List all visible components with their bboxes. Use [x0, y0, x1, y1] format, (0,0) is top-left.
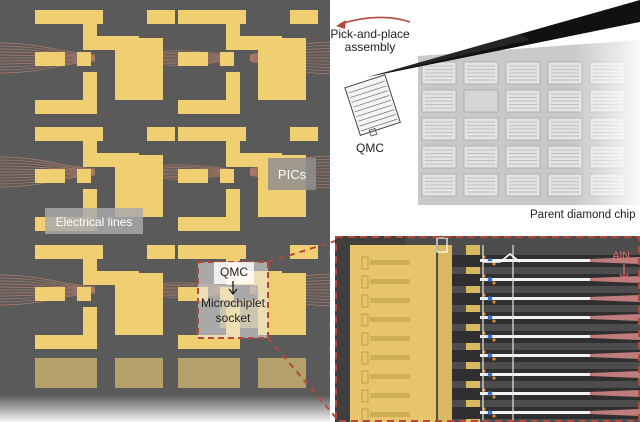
microchiplet-label-line2: socket	[216, 311, 251, 325]
pad-top-right	[290, 127, 318, 141]
pad-top-right	[147, 245, 175, 259]
pad-contact	[77, 52, 91, 66]
pad-contact	[220, 52, 234, 66]
emitter-dot-blue	[488, 296, 493, 301]
waveguide-line	[480, 316, 590, 319]
waveguide-line	[480, 335, 590, 338]
pad-contact	[220, 169, 234, 183]
comb-tooth	[370, 336, 410, 341]
emitter-dot-orange	[492, 281, 495, 284]
emitter-dot-orange	[492, 395, 495, 398]
waveguide-line	[480, 278, 590, 281]
waveguide-line	[480, 392, 590, 395]
emitter-dot-blue	[488, 315, 493, 320]
emitter-dot-orange	[492, 262, 495, 265]
pad-bottom	[178, 217, 240, 231]
emitter-dot-orange	[492, 338, 495, 341]
comb-tooth	[370, 279, 410, 284]
pad-top-right	[147, 127, 175, 141]
comb-tooth	[370, 393, 410, 398]
bottom-fade	[0, 300, 330, 422]
chip-right-fade	[418, 40, 640, 205]
emitter-dot-orange	[492, 376, 495, 379]
parent-chip-label: Parent diamond chip	[530, 209, 635, 221]
comb-tooth	[370, 298, 410, 303]
microchiplet-label-line1: Microchiplet	[201, 296, 266, 310]
pad-bottom	[178, 100, 240, 114]
emitter-dot-blue	[488, 353, 493, 358]
pick-place-label-line1: Pick-and-place	[330, 27, 410, 41]
aln-label: AlN	[612, 250, 630, 262]
comb-tooth	[370, 374, 410, 379]
pad-contact	[77, 287, 91, 301]
emitter-dot-blue	[488, 334, 493, 339]
emitter-dot-orange	[492, 319, 495, 322]
pad-top-right	[290, 10, 318, 24]
pad-bottom	[35, 100, 97, 114]
comb-tooth	[370, 412, 410, 417]
waveguide-line	[480, 373, 590, 376]
pad-block	[115, 155, 163, 217]
pad-left	[178, 169, 208, 183]
pick-place-label-line2: assembly	[345, 40, 396, 54]
comb-tooth	[370, 260, 410, 265]
emitter-dot-orange	[492, 414, 495, 417]
qmc-socket-label: QMC	[220, 265, 248, 279]
emitter-dot-blue	[488, 277, 493, 282]
qmc-chiplet	[345, 75, 402, 139]
curved-arrow-icon	[340, 17, 410, 24]
electrical-lines-label: Electrical lines	[56, 215, 133, 229]
pad-block	[258, 38, 306, 100]
pad-left	[35, 169, 65, 183]
pad-left	[35, 52, 65, 66]
emitter-dot-blue	[488, 410, 493, 415]
waveguide-line	[480, 354, 590, 357]
pad-block	[115, 38, 163, 100]
zoom-gold-strip	[438, 245, 452, 422]
zoomed-socket-panel	[335, 236, 640, 422]
pad-left	[35, 287, 65, 301]
comb-tooth	[370, 355, 410, 360]
emitter-dot-orange	[492, 300, 495, 303]
pics-label: PICs	[278, 167, 307, 182]
qmc-inset-label: QMC	[356, 141, 384, 155]
pad-contact	[77, 169, 91, 183]
pad-top-right	[147, 10, 175, 24]
waveguide-line	[480, 297, 590, 300]
pad-left	[178, 52, 208, 66]
emitter-dot-orange	[492, 357, 495, 360]
parent-diamond-chip-panel	[418, 40, 640, 205]
emitter-dot-blue	[488, 372, 493, 377]
waveguide-line	[480, 411, 590, 414]
emitter-dot-blue	[488, 391, 493, 396]
comb-tooth	[370, 317, 410, 322]
